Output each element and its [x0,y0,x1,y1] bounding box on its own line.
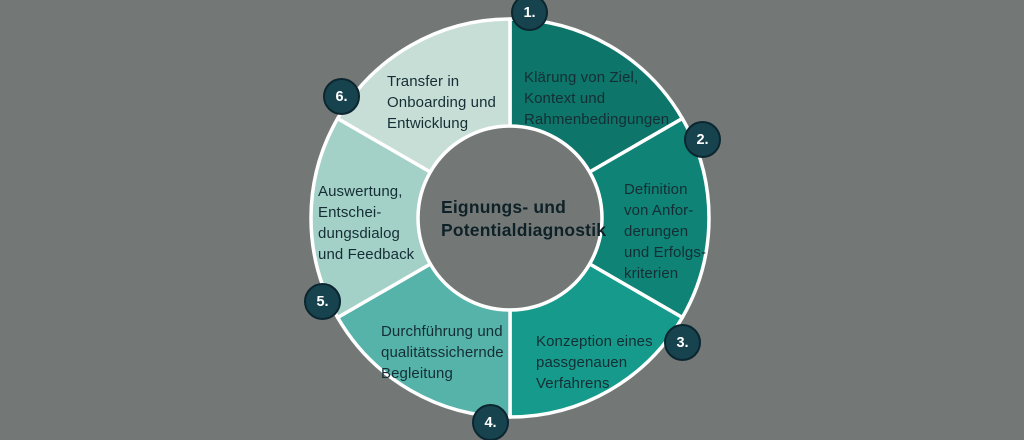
step-badge-3: 3. [664,324,701,361]
segment-5-label: Auswertung, Entschei- dungsdialog und Fe… [318,183,415,263]
step-badge-5: 5. [304,283,341,320]
step-badge-4: 4. [472,404,509,440]
segment-6-label: Transfer in Onboarding und Entwicklung [387,73,496,132]
segment-1-label: Klärung von Ziel, Kontext und Rahmenbedi… [524,69,670,128]
segment-5-shape [309,116,433,320]
diagram-center-title: Eignungs- und Potentialdiagnostik [441,197,607,240]
segment-3-label: Konzeption eines passgenauen Verfahrens [536,333,653,392]
segment-3-shape [508,262,685,419]
segment-6-shape [335,17,512,174]
segment-2-label: Definition von Anfor- derungen und Erfol… [624,181,707,282]
step-badge-2: 2. [684,121,721,158]
segment-1-shape [508,17,685,174]
segment-4-label: Durchführung und qualitätssichernde Begl… [381,323,504,382]
segment-2-shape [587,116,711,320]
step-badge-6: 6. [323,78,360,115]
segment-4-shape [335,262,512,419]
step-badge-1: 1. [511,0,548,31]
